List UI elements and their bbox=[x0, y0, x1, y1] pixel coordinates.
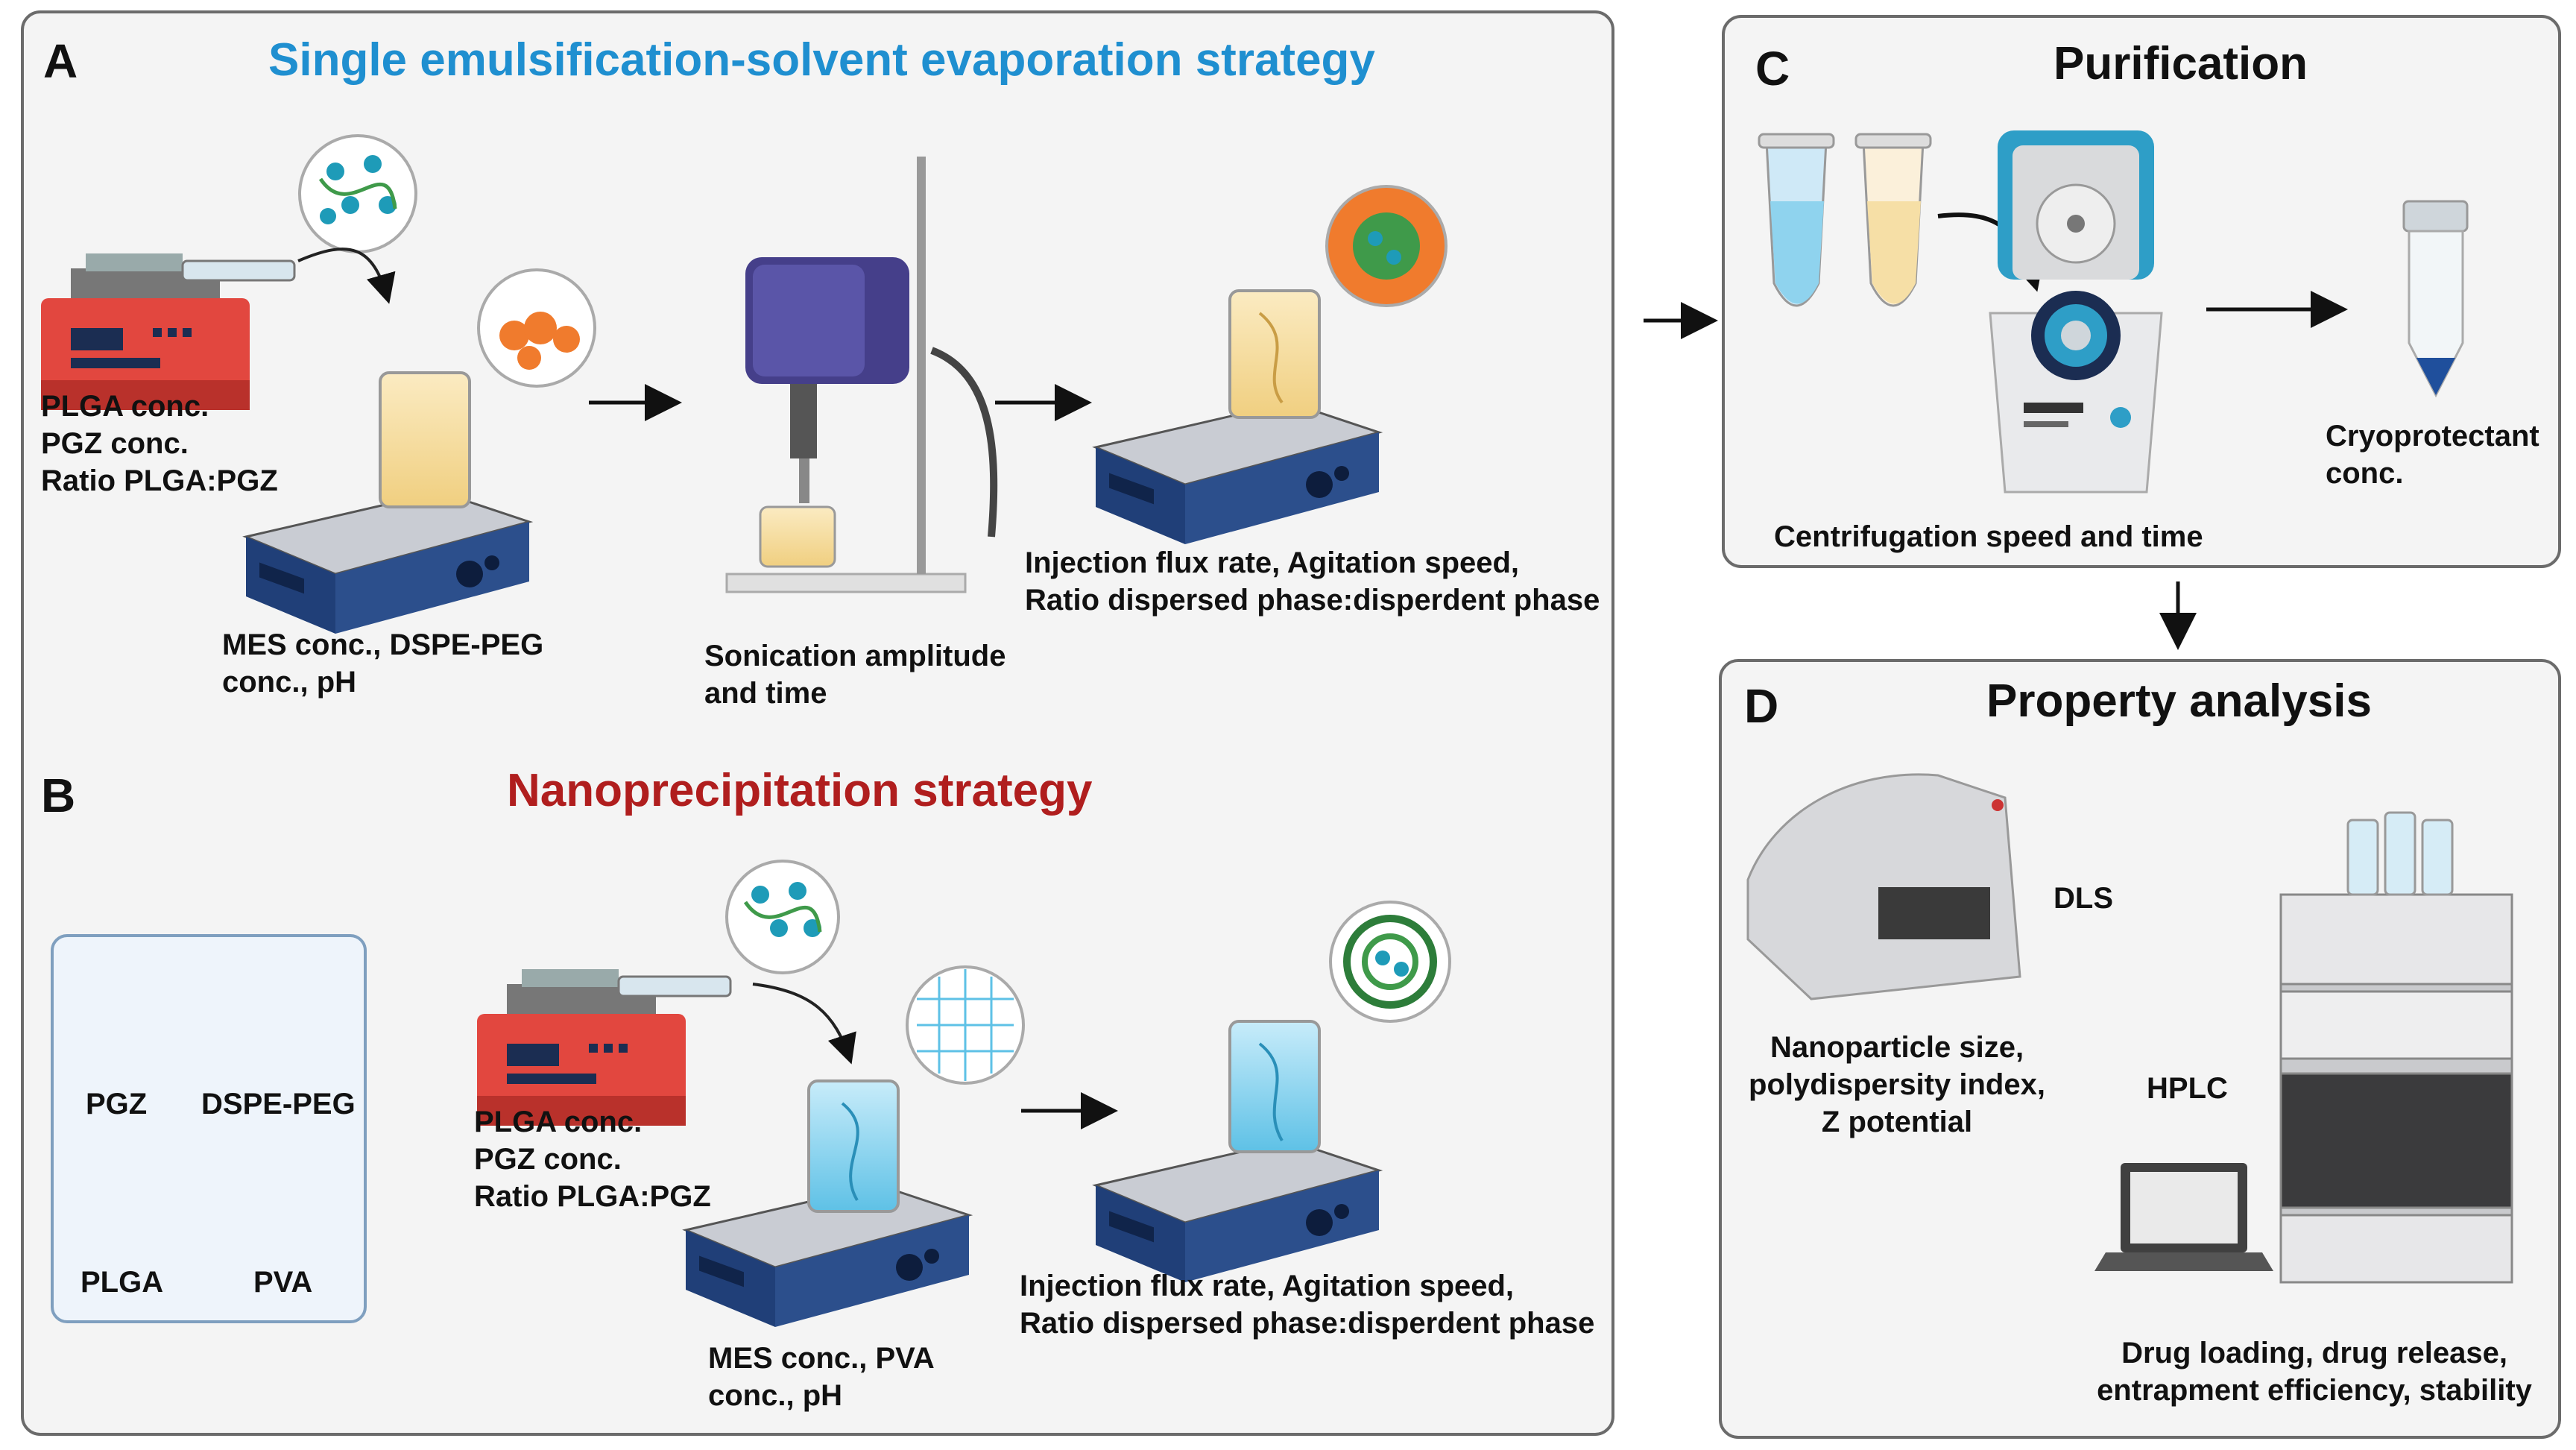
legend-label-dspe-peg: DSPE-PEG bbox=[201, 1088, 356, 1120]
caption-line: Drug loading, drug release, bbox=[2121, 1337, 2507, 1369]
caption-line: PLGA conc. bbox=[474, 1106, 643, 1138]
panel-b-pump-caption: PLGA conc. PGZ conc. Ratio PLGA:PGZ bbox=[474, 1103, 711, 1215]
caption-line: PLGA conc. bbox=[41, 390, 209, 423]
panel-a-letter: A bbox=[43, 34, 78, 88]
legend-label-pgz: PGZ bbox=[86, 1088, 148, 1120]
caption-line: polydispersity index, bbox=[1749, 1068, 2045, 1101]
hplc-caption: Drug loading, drug release, entrapment e… bbox=[2091, 1334, 2538, 1409]
caption-line: Ratio PLGA:PGZ bbox=[41, 464, 278, 497]
caption-line: Injection flux rate, Agitation speed, bbox=[1025, 546, 1520, 579]
panel-c-title: Purification bbox=[2053, 38, 2308, 89]
panel-a-title: Single emulsification-solvent evaporatio… bbox=[268, 34, 1375, 86]
panel-a-pump-caption: PLGA conc. PGZ conc. Ratio PLGA:PGZ bbox=[41, 388, 278, 499]
caption-line: Ratio dispersed phase:disperdent phase bbox=[1020, 1307, 1595, 1340]
panel-d-title: Property analysis bbox=[1986, 675, 2372, 727]
panel-d-letter: D bbox=[1744, 679, 1779, 733]
panel-c-centrifuge-caption: Centrifugation speed and time bbox=[1774, 520, 2203, 553]
caption-line: MES conc., DSPE-PEG bbox=[222, 628, 544, 661]
panel-a-agitation-caption: Injection flux rate, Agitation speed, Ra… bbox=[1025, 544, 1600, 619]
caption-line: and time bbox=[704, 677, 827, 710]
panel-c-cryo-caption: Cryoprotectant conc. bbox=[2326, 417, 2539, 492]
legend-label-plga: PLGA bbox=[80, 1266, 164, 1299]
panel-a-stirrer-caption: MES conc., DSPE-PEG conc., pH bbox=[222, 626, 543, 701]
legend-label-pva: PVA bbox=[253, 1266, 313, 1299]
caption-line: entrapment efficiency, stability bbox=[2097, 1374, 2532, 1407]
caption-line: Z potential bbox=[1821, 1106, 1973, 1138]
caption-line: Sonication amplitude bbox=[704, 640, 1006, 672]
panel-c-letter: C bbox=[1755, 42, 1790, 95]
panel-b-stirrer-caption: MES conc., PVA conc., pH bbox=[708, 1340, 935, 1414]
caption-line: Nanoparticle size, bbox=[1770, 1031, 2024, 1064]
dls-caption: Nanoparticle size, polydispersity index,… bbox=[1748, 1029, 2046, 1141]
caption-line: conc., pH bbox=[222, 666, 357, 699]
panel-b-letter: B bbox=[41, 769, 76, 822]
caption-line: Ratio dispersed phase:disperdent phase bbox=[1025, 584, 1600, 617]
dls-label: DLS bbox=[2053, 882, 2113, 915]
caption-line: PGZ conc. bbox=[41, 427, 189, 460]
caption-line: Injection flux rate, Agitation speed, bbox=[1020, 1270, 1515, 1302]
caption-line: conc. bbox=[2326, 457, 2404, 490]
panel-a-sonication-caption: Sonication amplitude and time bbox=[704, 637, 1006, 712]
caption-line: Ratio PLGA:PGZ bbox=[474, 1180, 711, 1213]
hplc-label: HPLC bbox=[2147, 1072, 2228, 1105]
caption-line: MES conc., PVA bbox=[708, 1342, 935, 1375]
caption-line: PGZ conc. bbox=[474, 1143, 622, 1176]
panel-b-title: Nanoprecipitation strategy bbox=[507, 765, 1093, 816]
legend-box bbox=[51, 934, 367, 1323]
panel-b-agitation-caption: Injection flux rate, Agitation speed, Ra… bbox=[1020, 1267, 1594, 1342]
caption-line: conc., pH bbox=[708, 1379, 843, 1412]
caption-line: Cryoprotectant bbox=[2326, 420, 2539, 453]
